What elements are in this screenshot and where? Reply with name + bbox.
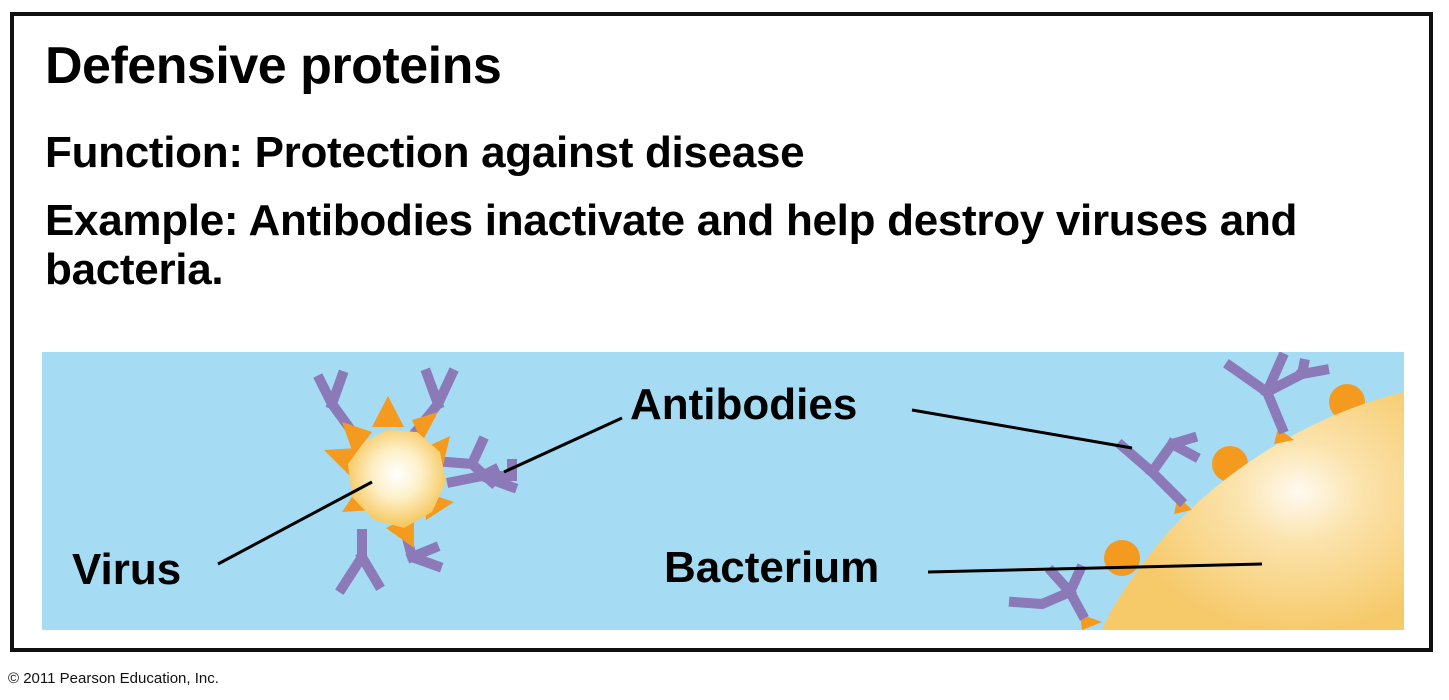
bacterium-label: Bacterium	[664, 543, 880, 592]
virus-label: Virus	[72, 545, 182, 594]
bacterium-leader	[927, 562, 1263, 574]
virus-group	[313, 367, 519, 595]
function-text: Function: Protection against disease	[45, 128, 805, 177]
figure-title: Defensive proteins	[45, 37, 502, 95]
bacterium-cell	[1102, 392, 1404, 630]
bacterium-group	[1008, 352, 1404, 630]
virus-antibody	[313, 367, 519, 595]
antibodies-leader-right	[911, 408, 1133, 450]
antibodies-leader-left	[503, 416, 623, 474]
leader-lines	[217, 408, 1263, 574]
virus-leader	[217, 480, 373, 566]
virus-core	[348, 430, 446, 528]
illustration-panel	[42, 352, 1404, 630]
bacterium-antibody	[1008, 352, 1330, 621]
copyright-notice: © 2011 Pearson Education, Inc.	[8, 670, 219, 687]
antibodies-label: Antibodies	[630, 380, 858, 429]
example-text: Example: Antibodies inactivate and help …	[45, 196, 1298, 295]
